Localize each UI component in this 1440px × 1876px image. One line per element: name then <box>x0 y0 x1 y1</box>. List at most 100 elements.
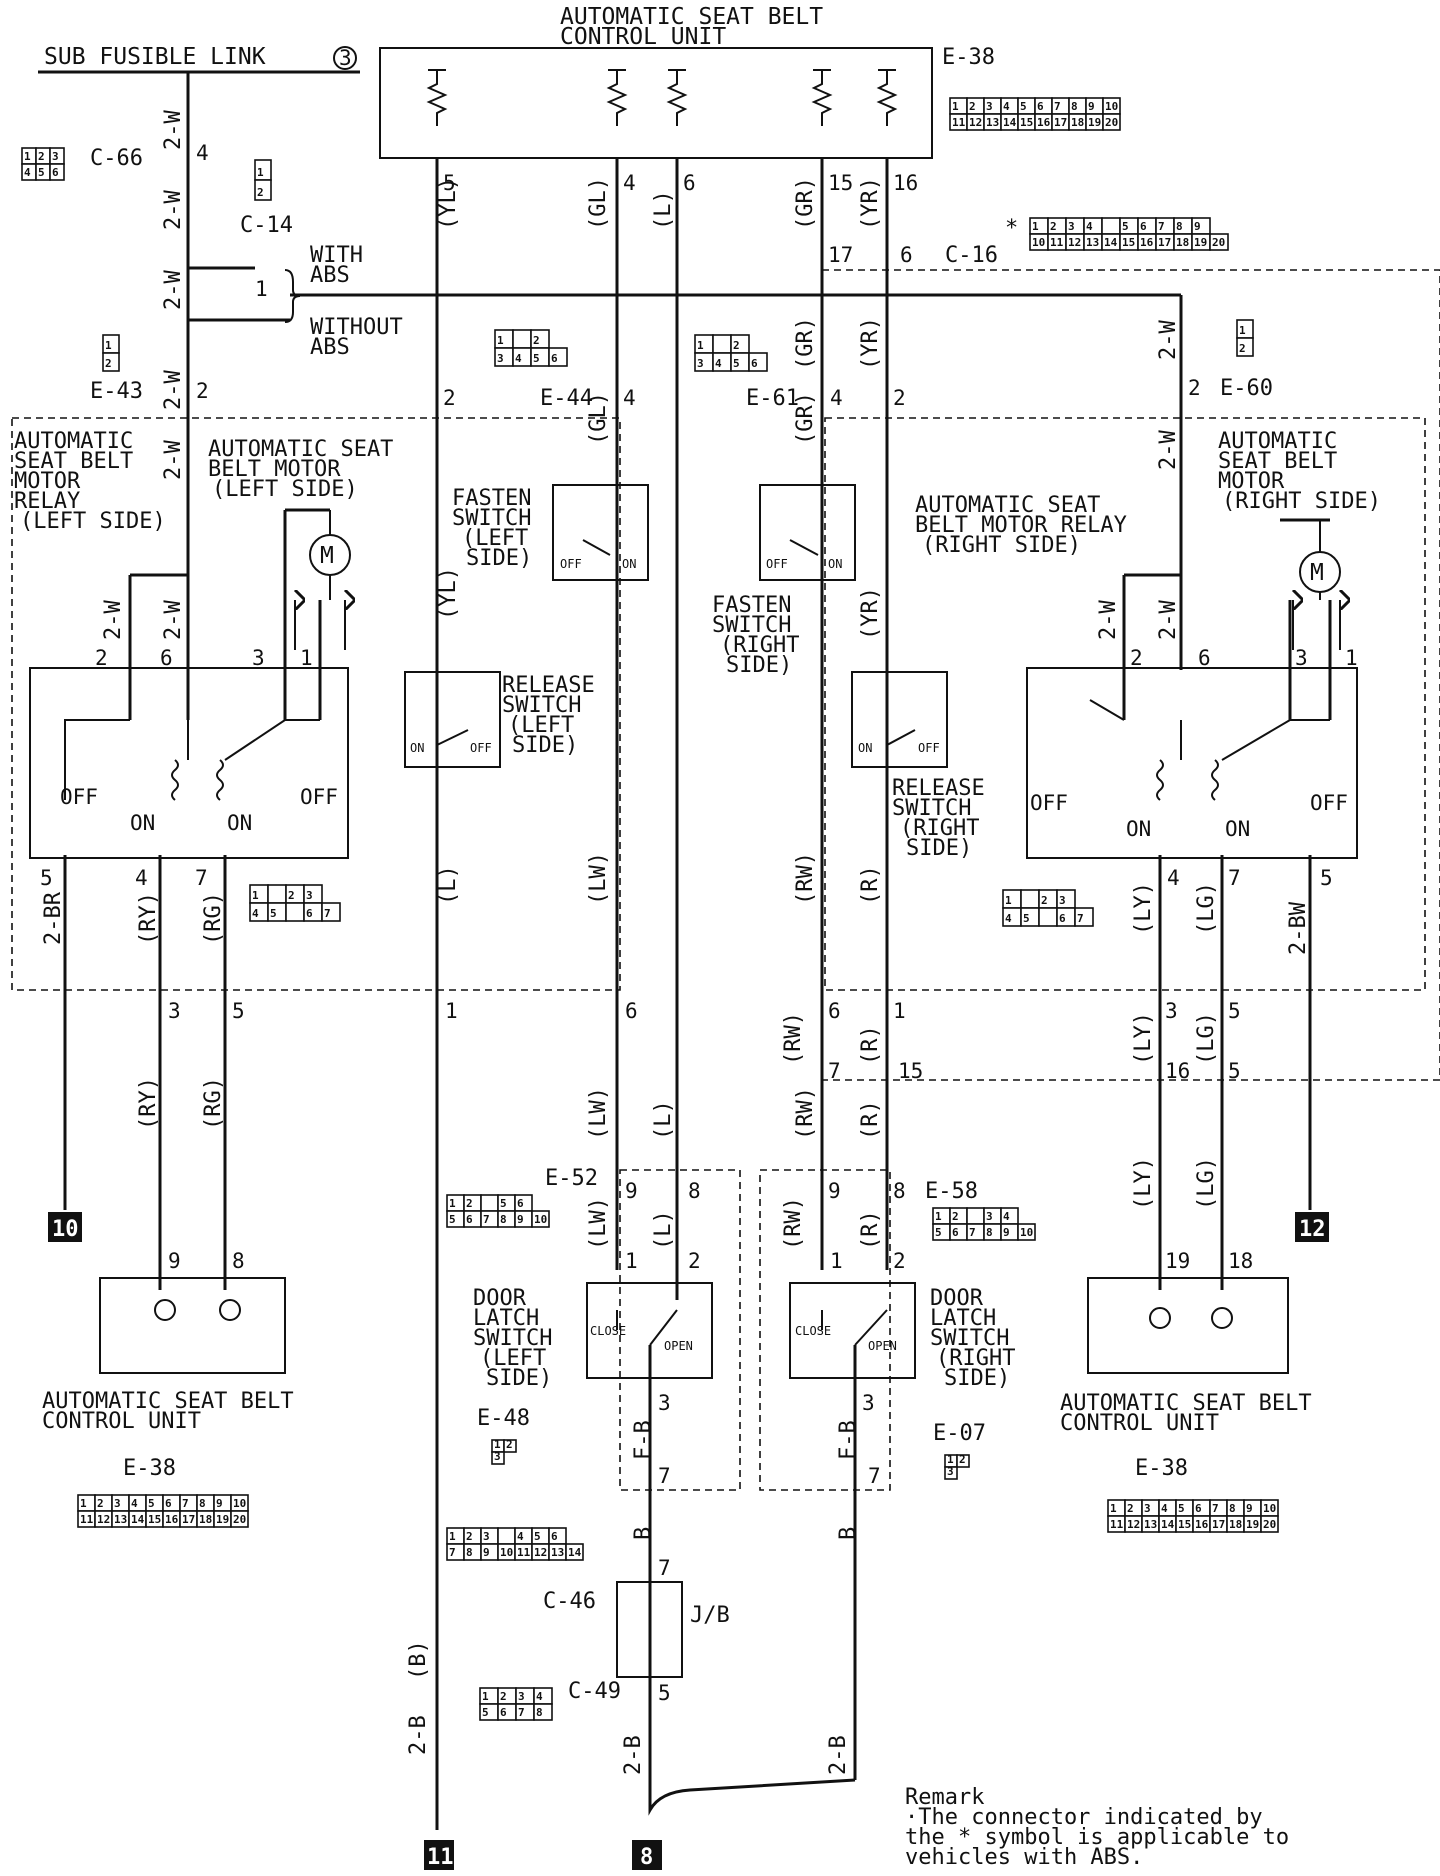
release-switch-left: RELEASE SWITCH (LEFT SIDE) ON OFF <box>404 671 595 768</box>
wire-color-label: (GL) <box>586 177 611 230</box>
c16-star: * <box>1005 216 1018 241</box>
svg-text:3: 3 <box>114 1497 121 1510</box>
motor-left-line3: (LEFT SIDE) <box>212 477 358 502</box>
door-left-line1: DOOR <box>473 1286 527 1311</box>
grounds: 10 11 8 12 <box>48 1212 1329 1870</box>
svg-text:7: 7 <box>324 907 331 920</box>
pin-number: 4 <box>135 866 148 890</box>
release-right-line4: SIDE) <box>906 836 972 861</box>
pin-number: 9 <box>168 1249 181 1273</box>
svg-text:1: 1 <box>252 889 259 902</box>
svg-text:8: 8 <box>1176 220 1183 233</box>
pin-number: 5 <box>443 171 456 195</box>
pin-number: 2 <box>893 1249 906 1273</box>
svg-text:7: 7 <box>1077 912 1084 925</box>
svg-text:10: 10 <box>500 1546 513 1559</box>
svg-text:16: 16 <box>1140 236 1154 249</box>
relay-right: AUTOMATIC SEAT BELT MOTOR RELAY (RIGHT S… <box>915 493 1358 859</box>
title-line1: AUTOMATIC SEAT BELT <box>560 4 823 30</box>
pin-number: 8 <box>232 1249 245 1273</box>
svg-text:3: 3 <box>497 352 504 365</box>
ground-8: 8 <box>632 1840 662 1870</box>
pin-number: 4 <box>830 386 843 410</box>
connector-c49: C-49 <box>568 1679 621 1704</box>
relay-left-line1: AUTOMATIC <box>14 429 133 454</box>
svg-text:1: 1 <box>935 1210 942 1223</box>
pin-number: 1 <box>445 999 458 1023</box>
svg-text:17: 17 <box>1158 236 1171 249</box>
svg-text:1: 1 <box>482 1690 489 1703</box>
pin-number: 6 <box>160 646 173 670</box>
fusible-link-number-circle <box>333 46 357 70</box>
svg-text:6: 6 <box>52 166 59 179</box>
connector-grid-e43: 12 <box>102 334 120 372</box>
fasten-left-line1: FASTEN <box>452 486 531 511</box>
svg-text:1: 1 <box>947 1453 954 1466</box>
svg-text:4: 4 <box>131 1497 138 1510</box>
svg-text:6: 6 <box>1037 100 1044 113</box>
fasten-right-off: OFF <box>766 557 788 571</box>
connector-e44: E-44 <box>540 386 593 411</box>
relay-right-off1: OFF <box>1030 791 1068 815</box>
wire-color-label: 2-B <box>621 1735 646 1775</box>
wire-color-label: (R) <box>858 1210 883 1250</box>
resistor-group <box>426 69 898 126</box>
svg-text:5: 5 <box>1122 220 1129 233</box>
pin-number: 8 <box>688 1179 701 1203</box>
svg-text:2: 2 <box>506 1438 513 1451</box>
svg-text:18: 18 <box>1071 116 1084 129</box>
svg-text:2: 2 <box>466 1197 473 1210</box>
release-switch-right: RELEASE SWITCH (RIGHT SIDE) ON OFF <box>851 671 985 861</box>
svg-text:1: 1 <box>80 1497 87 1510</box>
svg-text:3: 3 <box>697 357 704 370</box>
svg-text:5: 5 <box>935 1226 942 1239</box>
pin-number: 5 <box>1228 999 1241 1023</box>
svg-text:9: 9 <box>1246 1502 1253 1515</box>
ground-10: 10 <box>48 1212 82 1242</box>
pin-number: 2 <box>95 646 108 670</box>
svg-text:13: 13 <box>1086 236 1099 249</box>
pin-number: 2 <box>1130 646 1143 670</box>
title-line2: CONTROL UNIT <box>560 24 726 50</box>
svg-text:8: 8 <box>1071 100 1078 113</box>
svg-text:15: 15 <box>1178 1518 1191 1531</box>
pin-number: 3 <box>862 1391 875 1415</box>
abs-with-1: WITH <box>310 243 363 268</box>
wire-color-label: (YR) <box>858 587 883 640</box>
svg-text:14: 14 <box>568 1546 582 1559</box>
svg-text:2: 2 <box>466 1530 473 1543</box>
wire-color-label: (LW) <box>586 1197 611 1250</box>
abs-with-2: ABS <box>310 263 350 288</box>
svg-text:1: 1 <box>952 100 959 113</box>
ctrl-left-line2: CONTROL UNIT <box>42 1409 201 1434</box>
wire-color-label: B <box>631 1527 656 1540</box>
wire-color-label: F-B <box>836 1420 861 1460</box>
svg-text:6: 6 <box>551 1530 558 1543</box>
release-left-on: ON <box>410 741 424 755</box>
svg-text:11: 11 <box>517 1546 531 1559</box>
svg-text:19: 19 <box>1088 116 1101 129</box>
relay-left-on2: ON <box>227 811 252 835</box>
svg-text:7: 7 <box>518 1706 525 1719</box>
pin-number: 4 <box>623 171 636 195</box>
svg-text:1: 1 <box>1110 1502 1117 1515</box>
fasten-left-off: OFF <box>560 557 582 571</box>
svg-text:6: 6 <box>952 1226 959 1239</box>
door-left-close: CLOSE <box>590 1324 626 1338</box>
svg-text:15: 15 <box>1122 236 1135 249</box>
connector-e61: E-61 <box>746 386 799 411</box>
svg-text:1: 1 <box>257 166 264 179</box>
svg-text:1: 1 <box>1239 324 1246 337</box>
wire-color-label: 2-W <box>161 440 186 480</box>
door-left-line3: SWITCH <box>473 1326 552 1351</box>
pin-number: 4 <box>623 386 636 410</box>
connector-e52: E-52 <box>545 1166 598 1191</box>
svg-text:6: 6 <box>466 1213 473 1226</box>
svg-text:4: 4 <box>1005 912 1012 925</box>
wire-color-label: (RW) <box>781 1012 806 1065</box>
svg-text:1: 1 <box>1005 894 1012 907</box>
remark-line3: vehicles with ABS. <box>905 1845 1143 1870</box>
connector-e58: E-58 <box>925 1179 978 1204</box>
pin-number: 5 <box>1228 1059 1241 1083</box>
